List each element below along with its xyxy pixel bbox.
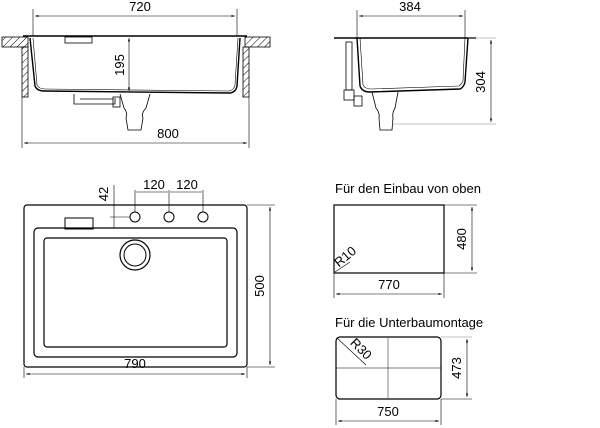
cabinet-wall-left <box>21 46 29 98</box>
bowl-basin <box>43 237 228 348</box>
cutout-top-mount: R10 480 770 <box>331 204 477 298</box>
overflow-slot <box>64 36 93 44</box>
caption-top-mount: Für den Einbau von oben <box>335 181 481 196</box>
dim-radius-r10: R10 <box>331 243 359 270</box>
sink-outer-outline <box>23 204 248 368</box>
dim-overall-width: 800 <box>157 126 179 141</box>
dim-cutout-length-750: 750 <box>377 404 399 419</box>
dim-inner-width: 720 <box>129 0 151 14</box>
cutout-undermount: R30 473 750 <box>335 335 472 425</box>
tap-hole-3 <box>197 211 209 223</box>
countertop-left <box>1 36 29 48</box>
dim-tap-spacing-2: 120 <box>176 177 198 192</box>
front-section-view: 720 195 800 <box>1 0 271 148</box>
caption-undermount: Für die Unterbaumontage <box>335 315 484 330</box>
drain-outer-icon <box>119 239 151 271</box>
cabinet-wall-right <box>242 46 250 98</box>
dim-side-height: 304 <box>473 71 488 93</box>
drain-inner-icon <box>123 243 147 267</box>
dim-cutout-length-770: 770 <box>378 277 400 292</box>
tap-hole-1 <box>129 211 141 223</box>
side-bowl-outline <box>356 37 469 93</box>
top-plan-view: 120 120 42 500 790 <box>23 177 275 378</box>
bowl-rim <box>33 227 238 358</box>
dim-tap-offset: 42 <box>96 187 111 201</box>
dim-depth: 195 <box>112 54 127 76</box>
dim-length: 790 <box>124 356 146 371</box>
side-siphon <box>371 91 399 131</box>
dim-side-inner-width: 384 <box>399 0 421 14</box>
dim-cutout-width-473: 473 <box>449 357 464 379</box>
tap-hole-2 <box>163 211 175 223</box>
dim-width: 500 <box>252 275 267 297</box>
dim-radius-r30: R30 <box>347 335 374 362</box>
countertop-right <box>244 36 271 48</box>
bowl-outline <box>29 37 241 94</box>
overflow-pipe <box>73 94 116 105</box>
side-overflow-pipe <box>345 41 353 91</box>
overflow-cover <box>64 217 94 230</box>
siphon <box>119 93 151 131</box>
dim-cutout-width-480: 480 <box>454 228 469 250</box>
side-section-view: 384 304 <box>334 0 496 131</box>
cutout-rect-top-mount <box>333 204 445 274</box>
dim-tap-spacing-1: 120 <box>143 177 165 192</box>
